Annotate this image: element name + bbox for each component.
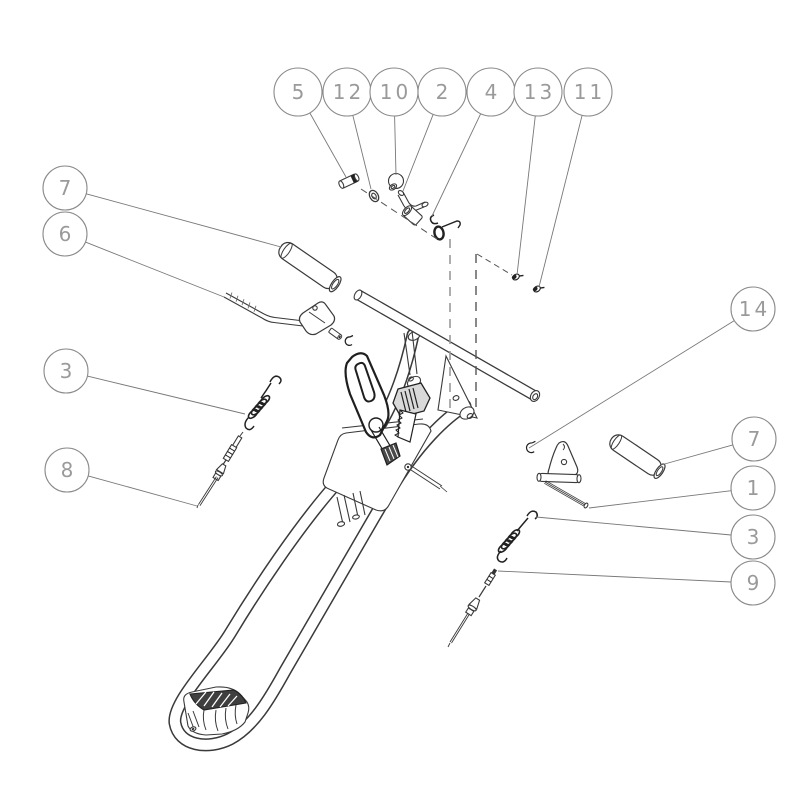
leader-line-11 [538,115,583,288]
callout-8: 8 [44,447,198,507]
throttle-lever [344,352,401,466]
part-spring-3-right [496,510,539,563]
callout-number-13: 13 [524,80,555,104]
callout-number-2: 2 [436,80,449,104]
leader-line-1 [588,490,732,509]
callout-number-11: 11 [574,80,605,104]
callout-10: 10 [369,67,419,176]
leader-line-12 [352,115,372,190]
ratchet-rack [394,409,417,443]
part-lever-1 [536,440,589,509]
part-washer-12 [368,189,380,203]
part-spring-3-left [244,375,282,431]
leader-line-2 [402,114,434,192]
leader-line-9 [497,570,732,583]
callout-number-4: 4 [485,80,498,104]
leader-line-6 [85,241,225,298]
leader-line-7L [86,193,282,248]
callout-balloon-6 [42,211,88,257]
callout-number-1: 1 [747,476,760,500]
part-lever-6 [223,292,343,340]
leader-line-13 [516,115,536,276]
axis-dashed-line [360,188,438,240]
callout-balloon-7L [42,165,88,211]
callout-balloon-14 [730,286,776,332]
callout-number-10: 10 [380,80,411,104]
callout-number-6: 6 [59,222,72,246]
right-gusset-roller [437,354,478,420]
assembly-dashed-lines [360,188,513,410]
foot-pad [183,686,250,736]
diagonal-dashed-line [476,253,513,276]
callout-5: 5 [273,67,347,178]
leader-line-3R [535,516,732,536]
callout-1: 1 [588,465,776,511]
callout-7L: 7 [42,165,282,248]
leader-line-8 [88,475,198,507]
callout-2: 2 [402,67,467,192]
part-clip-14 [525,440,536,454]
callout-balloon-13 [513,67,563,117]
callout-balloon-3L [43,348,89,394]
callout-balloon-7R [731,416,777,462]
callout-balloon-1 [730,465,776,511]
callout-13: 13 [513,67,563,276]
switch-box [392,382,431,418]
callout-number-3L: 3 [60,359,73,383]
leader-line-7R [660,444,733,466]
callout-balloon-2 [417,67,467,117]
callout-3R: 3 [535,514,776,560]
part-pin-5 [338,173,360,189]
callout-number-9: 9 [747,571,760,595]
callout-number-5: 5 [292,80,305,104]
part-ball-knob-10 [387,172,405,191]
callout-6: 6 [42,211,225,298]
leader-line-3L [87,375,246,415]
callout-balloon-8 [44,447,90,493]
callout-balloon-5 [273,67,323,117]
machine-body [168,289,541,752]
part-wire-clip-4 [429,214,461,241]
callout-number-8: 8 [61,458,74,482]
handlebar-crossbar [353,289,541,402]
callout-3L: 3 [43,348,246,415]
callout-9: 9 [497,560,776,606]
callout-12: 12 [322,67,372,190]
callout-number-14: 14 [739,297,770,321]
leader-line-5 [309,112,347,178]
callout-number-7R: 7 [748,427,761,451]
callout-balloon-3R [730,514,776,560]
callout-7R: 7 [660,416,777,466]
leader-line-10 [394,115,397,176]
part-cable-9 [447,568,498,648]
leader-line-4 [431,113,482,217]
callout-balloon-9 [730,560,776,606]
part-grip-left-7 [278,241,342,293]
leader-line-14 [528,320,735,449]
exploded-parts [196,172,666,648]
callout-11: 11 [538,67,613,288]
c-clip-frame [344,334,354,346]
callout-number-12: 12 [333,80,364,104]
part-grip-right-7 [609,434,666,480]
callout-number-3R: 3 [747,525,760,549]
callout-balloon-11 [563,67,613,117]
part-elbow-pipe-2 [397,189,429,226]
frame-bolt-pin [404,463,448,493]
part-screw-11 [532,285,545,293]
callout-14: 14 [528,286,776,449]
part-cable-8 [196,431,244,509]
part-screw-13 [511,273,524,281]
callout-number-7L: 7 [59,176,72,200]
